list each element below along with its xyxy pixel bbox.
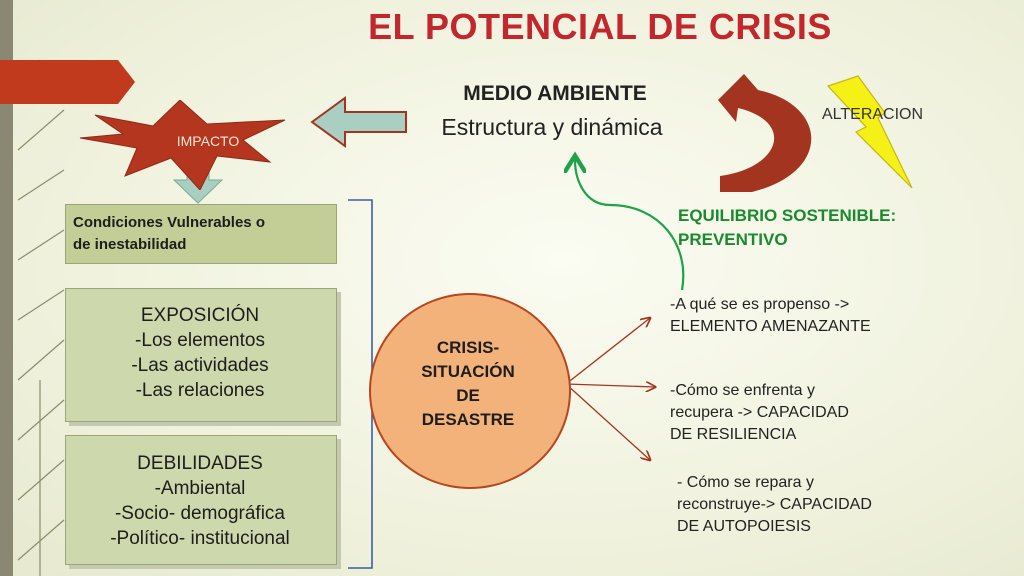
exposure-item: -Las actividades	[131, 355, 269, 376]
outcome-threat: -A qué se es propenso -> ELEMENTO AMENAZ…	[670, 294, 970, 338]
outcome-line: - Cómo se repara y	[677, 474, 814, 491]
arrow-to-outcome-2	[565, 384, 655, 387]
crisis-line: CRISIS-	[436, 338, 500, 357]
vulnerable-line: de inestabilidad	[73, 236, 187, 253]
weakness-heading: DEBILIDADES	[137, 453, 263, 474]
weakness-text: DEBILIDADES -Ambiental -Socio- demográfi…	[65, 451, 335, 551]
crisis-line: DESASTRE	[421, 410, 515, 429]
arrow-to-outcome-3	[565, 383, 650, 460]
crisis-line: DE	[456, 386, 480, 405]
lightning-bolt-icon	[826, 75, 913, 189]
vulnerable-conditions-text: Condiciones Vulnerables o de inestabilid…	[73, 212, 338, 256]
vulnerable-line: Condiciones Vulnerables o	[73, 214, 265, 231]
green-feedback-arrow	[575, 160, 685, 291]
weakness-item: -Político- institucional	[110, 528, 290, 549]
outcome-line: -Cómo se enfrenta y	[670, 382, 815, 399]
vulnerable-conditions-box	[65, 204, 337, 264]
environment-subtitle: Estructura y dinámica	[441, 114, 663, 140]
outcome-line: recupera -> CAPACIDAD	[670, 404, 849, 421]
outcome-line: DE RESILIENCIA	[670, 426, 797, 443]
outcome-line: -A qué se es propenso ->	[670, 296, 850, 313]
exposure-box	[65, 288, 337, 422]
exposure-heading: EXPOSICIÓN	[140, 305, 260, 326]
exposure-item: -Las relaciones	[135, 380, 265, 401]
equilibrium-label: EQUILIBRIO SOSTENIBLE: PREVENTIVO	[678, 204, 938, 252]
exposure-item: -Los elementos	[135, 330, 265, 351]
equilibrium-line: EQUILIBRIO SOSTENIBLE:	[678, 206, 897, 225]
slide-title: EL POTENCIAL DE CRISIS	[368, 6, 832, 47]
weakness-item: -Socio- demográfica	[114, 503, 286, 524]
exposure-text: EXPOSICIÓN -Los elementos -Las actividad…	[65, 303, 335, 403]
outcome-line: DE AUTOPOIESIS	[677, 518, 811, 535]
crisis-text: CRISIS- SITUACIÓN DE DESASTRE	[369, 336, 567, 432]
left-edge-bar	[0, 0, 13, 576]
curved-arrow-icon	[718, 74, 812, 192]
alteration-label: ALTERACION	[822, 106, 924, 123]
arrow-to-outcome-1	[565, 318, 650, 385]
block-arrow-left	[310, 96, 407, 148]
outcome-resilience: -Cómo se enfrenta y recupera -> CAPACIDA…	[670, 380, 970, 446]
red-tab-shape	[0, 60, 135, 104]
weakness-box	[65, 435, 337, 565]
impact-star-icon	[79, 100, 286, 190]
outcome-line: reconstruye-> CAPACIDAD	[677, 496, 872, 513]
weakness-item: -Ambiental	[154, 478, 246, 499]
environment-title: MEDIO AMBIENTE	[463, 82, 647, 105]
impact-label: IMPACTO	[176, 133, 240, 149]
crisis-circle	[369, 293, 571, 489]
outcome-line: ELEMENTO AMENAZANTE	[670, 318, 871, 335]
outcome-autopoiesis: - Cómo se repara y reconstruye-> CAPACID…	[677, 472, 977, 538]
crisis-line: SITUACIÓN	[421, 362, 515, 381]
equilibrium-line: PREVENTIVO	[678, 230, 788, 249]
